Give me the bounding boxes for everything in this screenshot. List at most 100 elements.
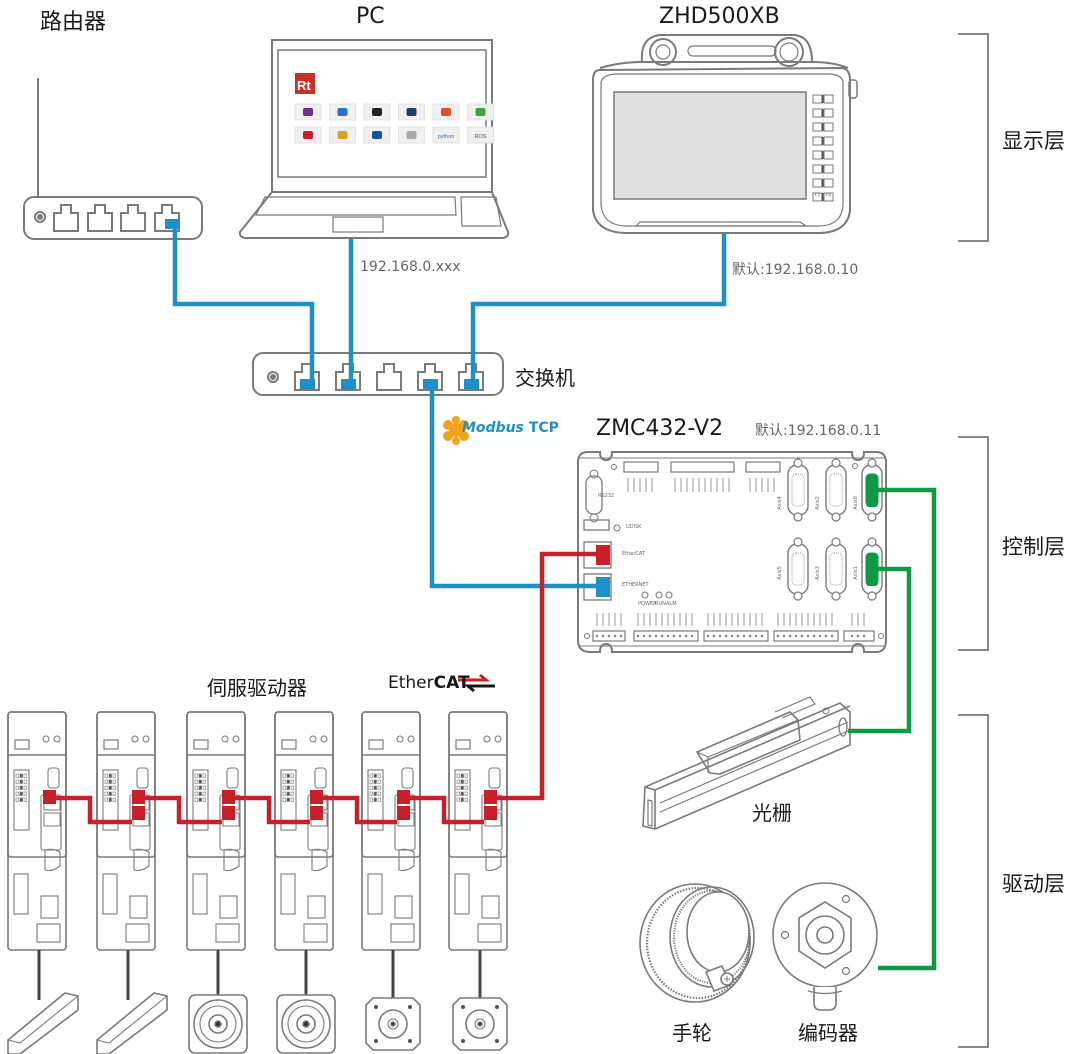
servo-pin [104,779,108,784]
motor-shaft [302,1020,310,1028]
servo-led [483,735,491,743]
terminal-pin [648,634,652,638]
pc-base [238,191,510,239]
servo-body [448,711,508,858]
hmi-key [812,136,823,146]
servo-pin [108,779,112,784]
servo-power-port [303,923,328,943]
terminal-block [843,630,875,642]
servo-pin [108,791,112,796]
router-power-icon [34,211,46,223]
servo-pin [202,773,206,778]
servo-pin [377,773,381,778]
servo-pin [377,785,381,790]
axis-screw [831,458,841,468]
servo-port [481,895,500,919]
servo-pin [15,773,19,778]
servo-frame [96,711,156,951]
servo-pin [23,797,27,802]
ethercat-out-connected [132,806,145,820]
hmi-key-switch-icon [649,38,677,66]
servo-pin [104,785,108,790]
servo-pin [286,791,290,796]
hmi-key [823,108,834,118]
servo-pin [112,785,116,790]
servo-drive [7,711,79,1054]
servo-pin [23,791,27,796]
servo-pin [290,797,294,802]
terminal-pin [818,634,822,638]
servo-usb [401,767,414,789]
qt-icon-glyph [475,108,486,116]
terminal-pin [730,634,734,638]
led-alm-label: ALM [666,601,677,607]
axis-screw [793,512,803,522]
vb-icon-glyph [406,108,417,116]
servo-pin [194,785,198,790]
servo-pin [282,773,286,778]
ethercat-prefix: Ether [388,673,434,693]
udisk-label: UDISK [626,524,642,530]
motor-shaft [214,1020,222,1028]
ros-icon-text: ROS [475,134,487,140]
grating-read-head [695,711,801,775]
terminal-pin [724,634,728,638]
servo-label: 伺服驱动器 [207,676,307,700]
hmi-ip: 默认:192.168.0.10 [732,262,859,278]
servo-frame [7,711,67,951]
servo-pin [108,785,112,790]
connected-port [341,379,356,389]
terminal-block [773,630,839,642]
linear-motor-edge [96,995,168,1044]
axis-pin-field [791,473,805,507]
bracket-display-layer [958,33,989,242]
motor-hub [387,1018,399,1030]
servo-pin [464,791,468,796]
servo-pin [456,773,460,778]
ethercat-in-connected [43,790,56,804]
terminal-pin [760,634,764,638]
servo-power-port [477,923,502,943]
servo-encoder-port [398,848,415,872]
terminal-pin [806,634,810,638]
servo-body [96,711,156,858]
servo-io-connector [367,769,384,831]
terminal-block [633,630,699,642]
connected-port [423,379,438,389]
connected-port [464,379,479,389]
servo-frame [361,711,421,951]
servo-pin [23,773,27,778]
hmi-key [823,164,834,174]
cpp-icon-glyph [337,108,348,116]
servo-pin [369,797,373,802]
servo-pin [456,779,460,784]
servo-power-port [36,923,61,943]
terminal-pin [672,634,676,638]
ethercat-in-connected [132,790,145,804]
cable-hmi-to-switch [470,234,727,380]
servo-led [131,735,139,743]
servo-pin [19,773,23,778]
modbus-logo-icon [443,416,469,445]
connected-port [165,219,180,229]
ethercat-arrow-icon [458,673,495,693]
axis4-label: Axis4 [776,496,783,510]
grating-label: 光栅 [752,801,792,825]
hmi-screen [613,91,807,200]
motor-ring [281,999,331,1049]
servo-pin [112,791,116,796]
servo-pin [373,779,377,784]
hmi-key [823,150,834,160]
hmi-key [812,122,823,132]
servo-pin [286,773,290,778]
motor-hub [296,1014,316,1034]
servo-pin [15,791,19,796]
hmi-key [812,150,823,160]
ethercat-logo-label: EtherCAT [388,673,470,693]
terminal-pin [800,634,804,638]
switch-port-5 [458,363,484,391]
servo-pin [282,791,286,796]
hmi-key-label: F2 [826,192,832,197]
servo-led [221,735,229,743]
